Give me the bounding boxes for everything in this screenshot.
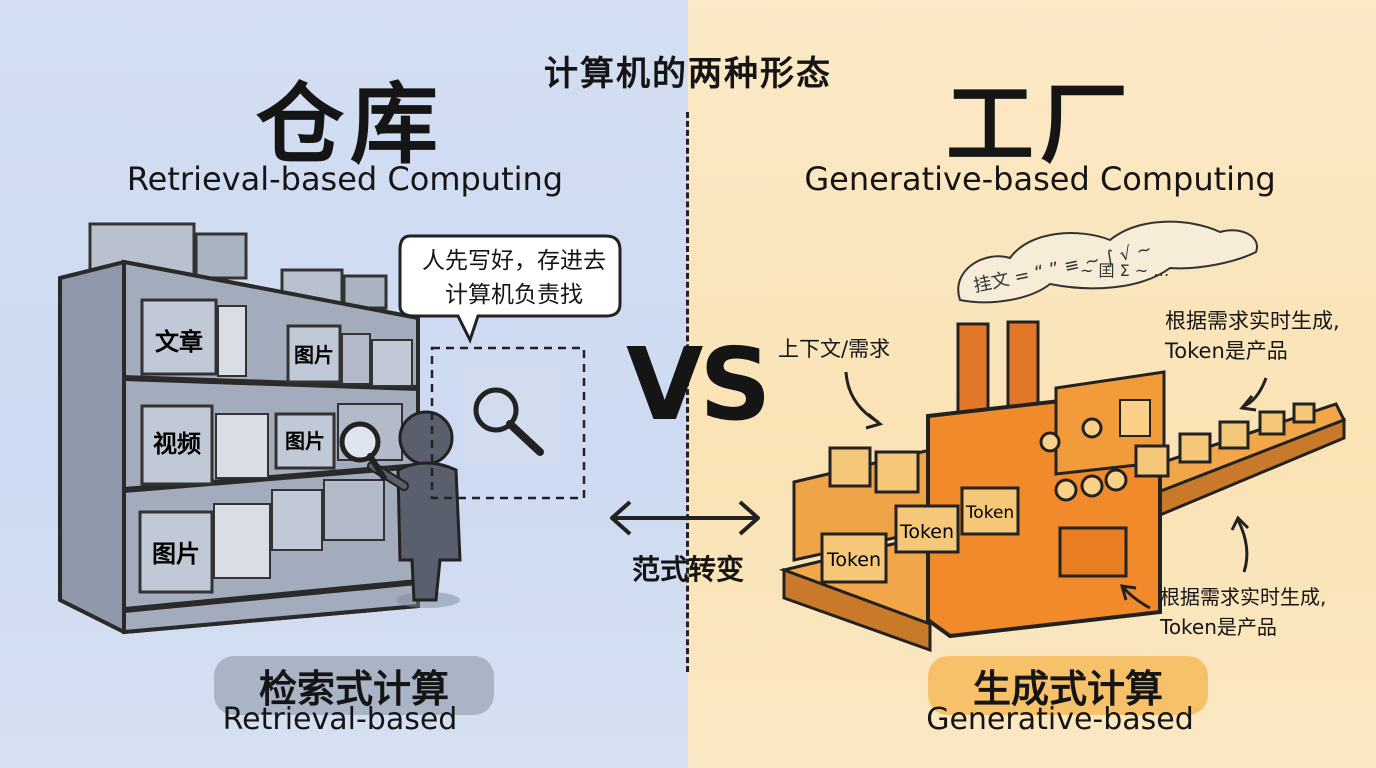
shelf-box-video [140, 404, 214, 486]
paradigm-shift-label: 范式转变 [631, 553, 744, 586]
belt-arrow [1236, 519, 1249, 573]
bubble-line: 人先写好，存进去 [422, 248, 606, 274]
paradigm-shift-arrow [610, 500, 760, 536]
smoke-symbols: ~ 囯 Σ ~ … [1080, 261, 1169, 280]
output-cube [1134, 444, 1170, 478]
belt-arrow [1122, 587, 1151, 610]
shelf-label: 图片 [152, 540, 200, 568]
output-cube [1258, 410, 1286, 436]
shelf-box-article [140, 298, 218, 376]
retrieval-label: 检索式计算 [214, 656, 494, 715]
magnifier-icon [339, 421, 381, 463]
machine-door [1058, 526, 1128, 578]
center-divider [686, 112, 689, 672]
note-line: Token是产品 [1160, 615, 1277, 639]
output-note-bottom: 根据需求实时生成, Token是产品 [1160, 582, 1370, 642]
generative-label-en: Generative-based [926, 702, 1194, 737]
search-path [430, 346, 586, 500]
output-note-top: 根据需求实时生成, Token是产品 [1165, 306, 1365, 366]
input-cube [874, 450, 920, 494]
shelf-papers [217, 305, 247, 377]
generative-label: 生成式计算 [928, 656, 1208, 715]
gauge-icon [1080, 474, 1104, 498]
output-cube [1292, 402, 1316, 424]
speech-bubble [398, 234, 622, 344]
gauge-icon [1039, 431, 1061, 453]
shelf-box [323, 479, 385, 541]
shelf-board [123, 579, 419, 613]
token-label: Token [826, 549, 881, 571]
search-icon [473, 387, 519, 433]
chimney [956, 322, 990, 426]
smoke-cloud [957, 220, 1258, 304]
input-arrow [844, 371, 879, 424]
shelf-papers [215, 413, 269, 479]
shelf-box-image [286, 324, 342, 384]
context-note: 上下文/需求 [778, 337, 891, 361]
output-cube [1178, 432, 1212, 464]
token-cube [820, 532, 888, 584]
factory-title: 工厂 [945, 73, 1134, 176]
shelf-box [341, 333, 371, 385]
gauge-icon [1081, 417, 1103, 439]
token-label: Token [965, 503, 1014, 523]
page-title: 计算机的两种形态 [544, 54, 832, 94]
vs-label: VS [626, 326, 771, 443]
note-line: Token是产品 [1165, 339, 1288, 363]
shelf-label: 图片 [285, 429, 325, 453]
speech-bubble-text: 人先写好，存进去 计算机负责找 [408, 244, 620, 312]
token-cube [960, 486, 1020, 536]
note-line: 根据需求实时生成, [1165, 309, 1340, 333]
shelf-label: 文章 [155, 328, 203, 356]
retrieval-label-en: Retrieval-based [222, 702, 458, 737]
bubble-line: 计算机负责找 [445, 282, 583, 308]
top-box [342, 274, 388, 310]
shelf-label: 图片 [294, 343, 334, 367]
warehouse-illustration: 文章 图片 视频 图片 图片 [58, 222, 622, 635]
shelf-board [123, 375, 419, 391]
output-cube [1218, 420, 1250, 450]
retrieval-subtitle: Retrieval-based Computing [126, 160, 564, 198]
shelf-papers [271, 489, 323, 551]
shelf-box-image [138, 510, 214, 594]
shelf-box-image [274, 412, 336, 470]
shelf-label: 视频 [153, 430, 201, 458]
note-line: 根据需求实时生成, [1160, 585, 1327, 609]
warehouse-title: 仓库 [255, 73, 444, 176]
shelf-box [371, 339, 413, 387]
input-cube [828, 446, 872, 488]
token-cube [894, 504, 960, 554]
factory-illustration: 挂文 = “ ” ≡ ~ ∫ √ ~ ~ 囯 Σ ~ … Token Token… [778, 220, 1347, 653]
generative-subtitle: Generative-based Computing [804, 160, 1276, 198]
top-box [194, 232, 248, 280]
shelf-box [213, 503, 271, 579]
gauge-icon [1054, 478, 1078, 502]
chimney [1006, 320, 1040, 416]
gauge-icon [1104, 468, 1128, 492]
token-label: Token [899, 521, 954, 543]
